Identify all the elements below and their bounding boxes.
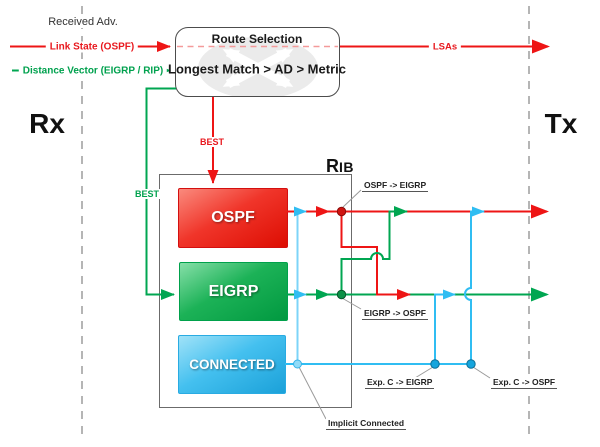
ospf-box: OSPF bbox=[178, 188, 288, 248]
tx-label: Tx bbox=[544, 108, 578, 139]
implicit-connected-point bbox=[293, 359, 302, 369]
rx-label: Rx bbox=[29, 108, 65, 139]
route-selection-box bbox=[175, 27, 340, 97]
connected-box: CONNECTED bbox=[178, 335, 286, 394]
received-adv-label: Received Adv. bbox=[44, 16, 122, 28]
callout-lines bbox=[298, 189, 491, 420]
eigrp-box: EIGRP bbox=[179, 262, 288, 321]
eigrp-to-ospf-label: EIGRP -> OSPF bbox=[362, 308, 428, 320]
exp-c-to-ospf-line bbox=[464, 206, 485, 364]
exp-c-to-eigrp-line bbox=[434, 289, 456, 364]
distance-vector-label: Distance Vector (EIGRP / RIP) bbox=[18, 65, 168, 77]
ospf-box-label: OSPF bbox=[211, 209, 255, 226]
implicit-connected-label: Implicit Connected bbox=[326, 418, 407, 430]
eigrp-box-label: EIGRP bbox=[208, 282, 259, 300]
rib-label-initial: R bbox=[326, 156, 339, 176]
exp-c-to-ospf-label: Exp. C -> OSPF bbox=[491, 377, 558, 389]
router-icon bbox=[198, 37, 318, 96]
exp-c-to-ospf-point bbox=[466, 359, 476, 369]
rib-label: RIB bbox=[300, 156, 354, 177]
link-state-label: Link State (OSPF) bbox=[45, 41, 139, 53]
eigrp-to-ospf-redistribution-line bbox=[340, 206, 408, 295]
exp-c-to-eigrp-label: Exp. C -> EIGRP bbox=[365, 377, 435, 389]
route-selection-title: Route Selection bbox=[211, 32, 303, 46]
exp-c-to-eigrp-point bbox=[430, 359, 440, 369]
rib-label-rest: IB bbox=[339, 159, 354, 175]
ospf-to-eigrp-redistribution-line bbox=[340, 211, 411, 300]
best-eigrp-label: BEST bbox=[132, 189, 162, 199]
eigrp-to-ospf-point bbox=[336, 289, 347, 300]
route-selection-rule: Longest Match > AD > Metric bbox=[168, 61, 346, 77]
rib-box bbox=[159, 174, 352, 408]
connected-box-label: CONNECTED bbox=[189, 357, 275, 372]
lsas-label: LSAs bbox=[428, 41, 462, 53]
ospf-to-eigrp-point bbox=[336, 206, 347, 217]
ospf-to-eigrp-label: OSPF -> EIGRP bbox=[362, 180, 429, 192]
best-ospf-label: BEST bbox=[197, 137, 227, 147]
